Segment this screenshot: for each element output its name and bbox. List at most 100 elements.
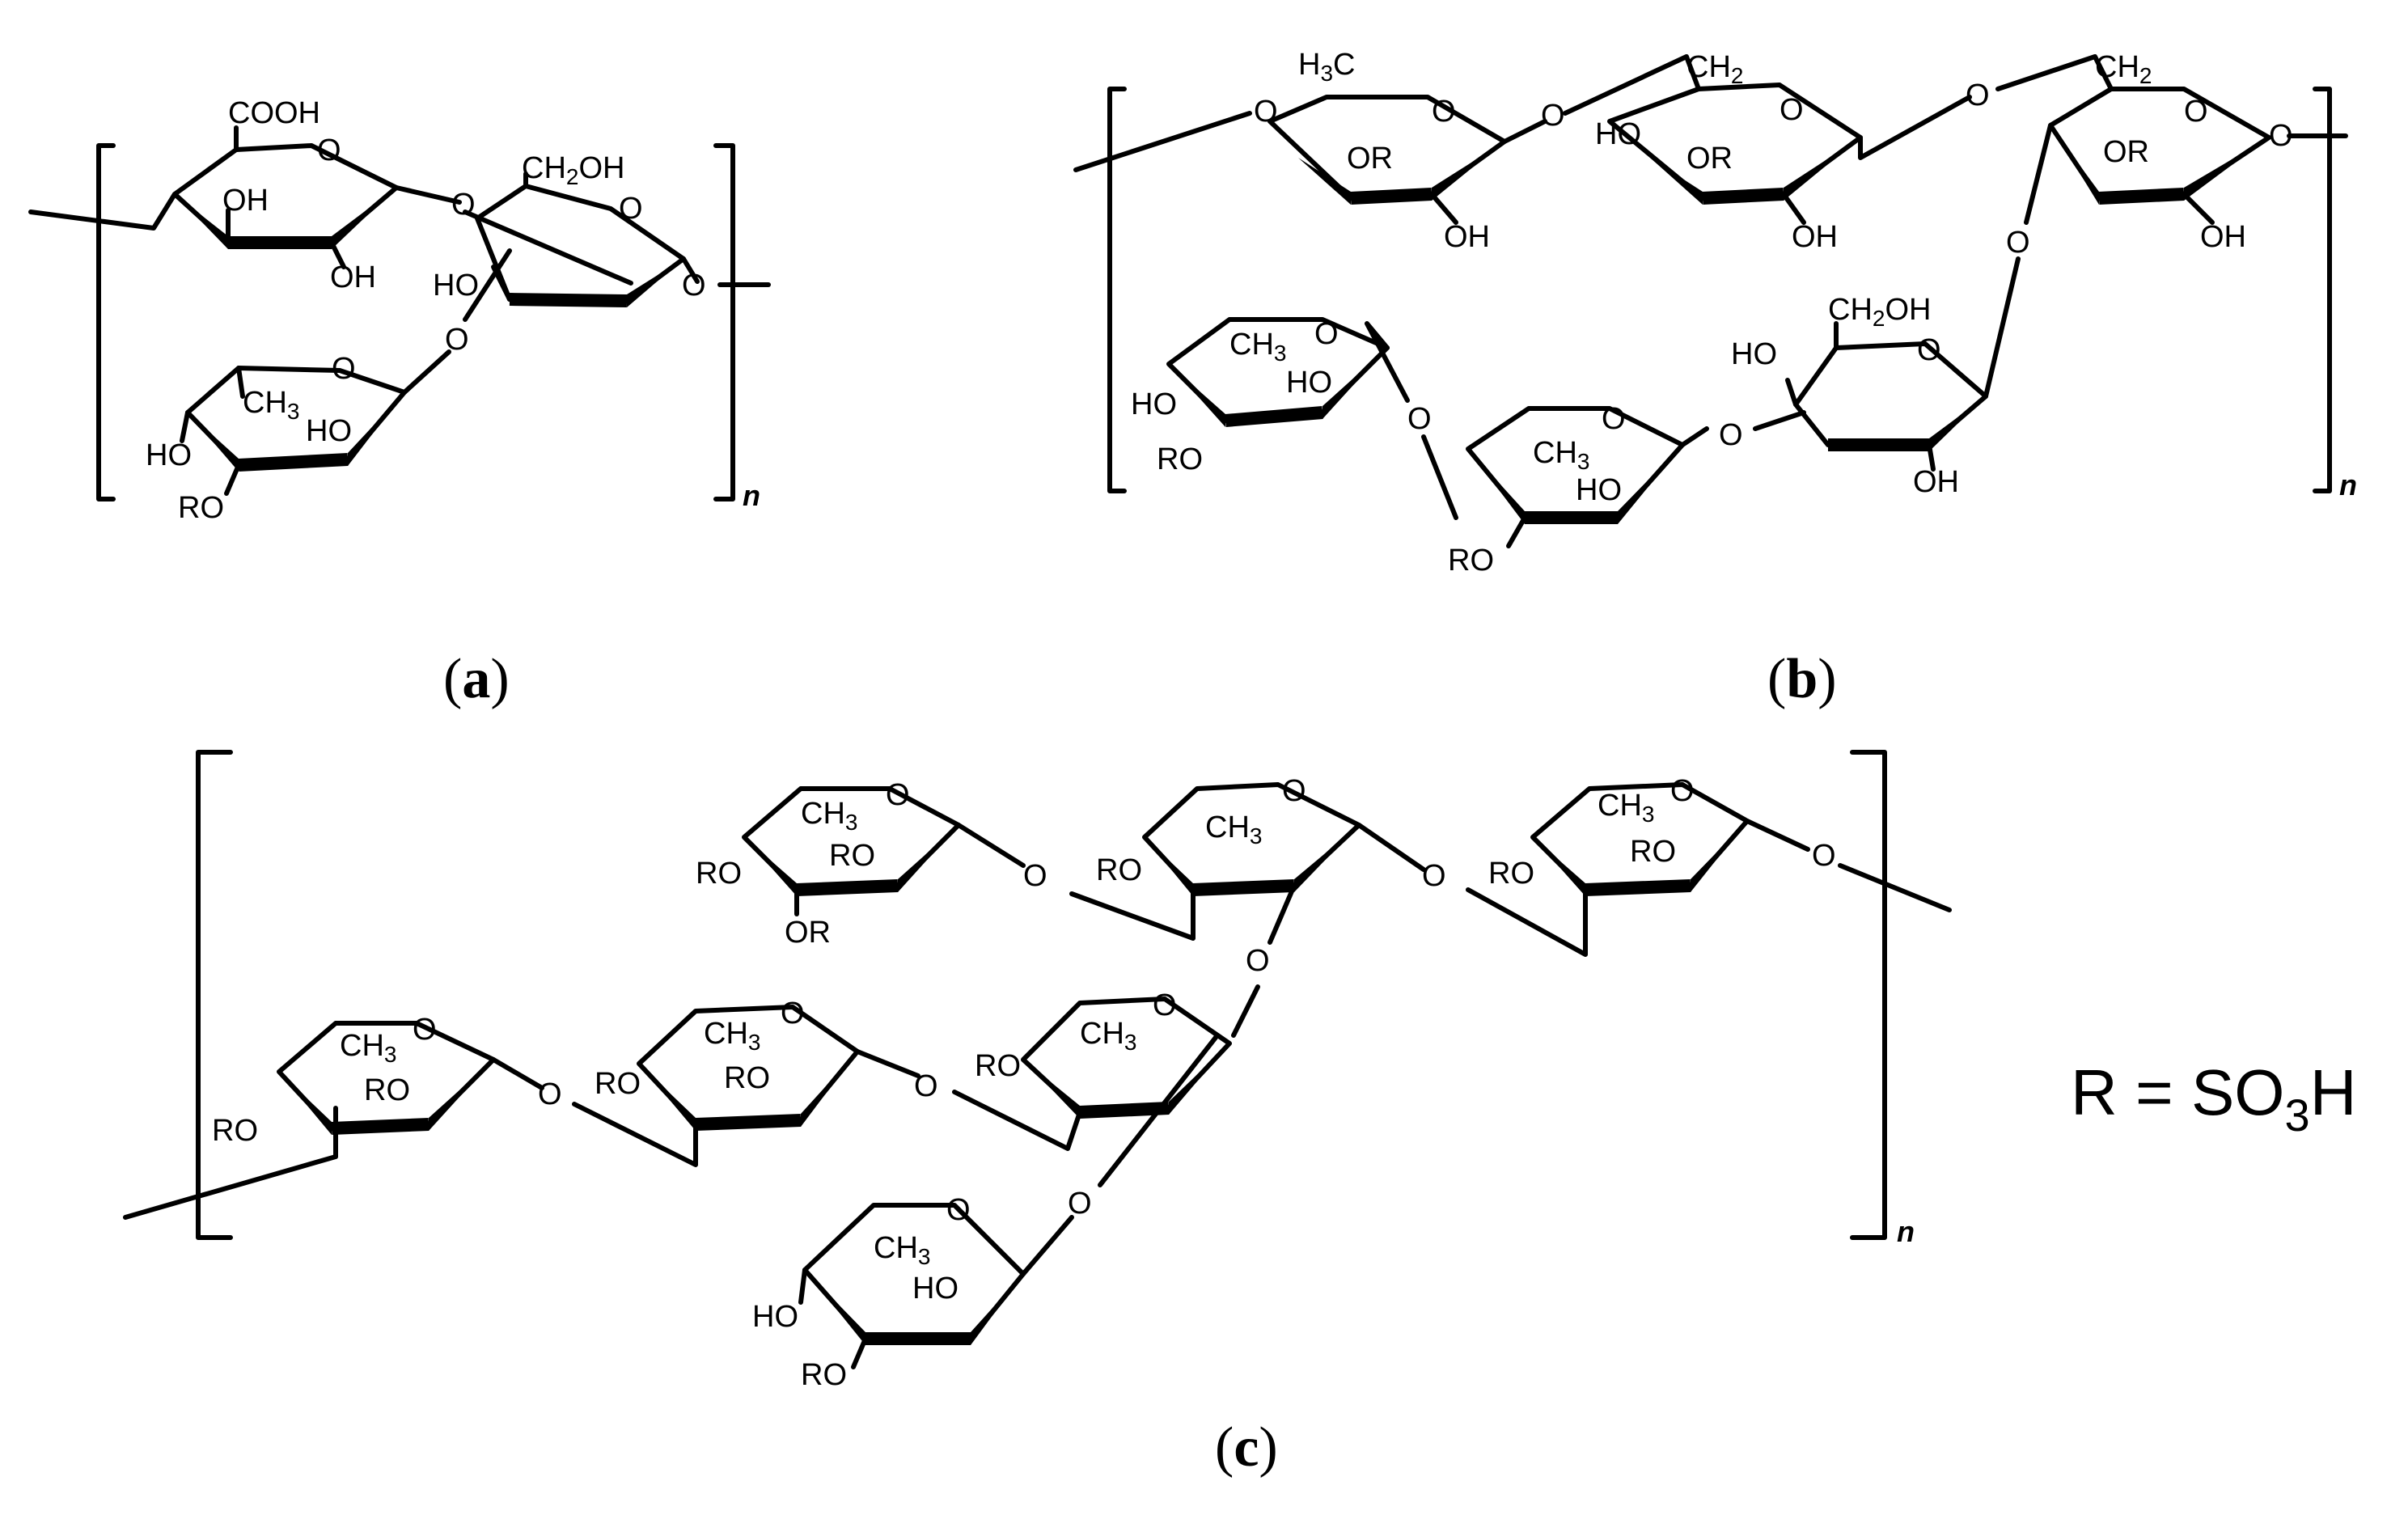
ring-oxygen-c2: O	[1282, 774, 1306, 808]
wedge-a1-right	[332, 188, 396, 249]
wedge-a3-left	[188, 413, 239, 472]
branch-bond-c2	[1231, 984, 1260, 1038]
oh-bond-b3	[2182, 192, 2215, 225]
oh-label-b1: OH	[1444, 220, 1490, 254]
ring-c1-front	[796, 879, 899, 896]
ring-b3	[2048, 87, 2271, 201]
or-label-b1: OR	[1347, 142, 1393, 176]
oh-bond-b1	[1429, 192, 1458, 225]
caption-b: (b)	[1767, 648, 1837, 710]
glyco-oxygen-c1: O	[1023, 859, 1047, 893]
ho-bond-b5	[1785, 378, 1798, 407]
glyco-oxygen-b3: O	[2269, 119, 2293, 153]
ho-label-b5: HO	[1731, 337, 1777, 371]
wedge-c5-left	[639, 1064, 696, 1131]
ch2-link-b1	[1563, 54, 1701, 116]
ho-bond-c7	[798, 1267, 807, 1305]
glyco-bond-c3	[1356, 823, 1426, 872]
wedge-c4-right	[429, 1060, 493, 1131]
panel-b-structure: n	[1073, 48, 2357, 578]
glyco-oxygen-a2: O	[682, 269, 706, 303]
glyco-bond-c2	[1069, 887, 1196, 941]
ring-c3-front	[1585, 879, 1691, 896]
glyco-bond-a4	[402, 349, 451, 395]
ho-label-a3: HO	[146, 438, 192, 472]
glyco-bond-b6	[1753, 410, 1806, 431]
ring-c6-front	[1079, 1102, 1170, 1119]
ch3-label-c5: CH3	[704, 1017, 760, 1055]
glyco-bond-a2	[681, 256, 700, 284]
ho-label-b3: HO	[1131, 387, 1177, 421]
wedge-c2-left	[1145, 837, 1193, 896]
wedge-c6-right	[1169, 1043, 1229, 1115]
wedge-a2-right	[627, 259, 683, 307]
ring-oxygen-c3: O	[1670, 774, 1695, 808]
glyco-bond-b4	[1421, 434, 1458, 520]
ring-oxygen-c5: O	[781, 997, 805, 1030]
branch-bond-c1	[1267, 883, 1297, 945]
ring-oxygen-b1: O	[1432, 95, 1456, 129]
ring-b3-front	[2098, 188, 2185, 205]
wedge-c3-left	[1533, 837, 1585, 896]
ring-oxygen-b2: O	[1780, 93, 1804, 127]
glyco-bond-c6	[491, 1057, 544, 1090]
ro-label-c2: RO	[696, 857, 742, 891]
glyco-oxygen-b1: O	[1541, 99, 1565, 133]
wedge-c7-right	[971, 1274, 1023, 1345]
ro-label-c4: RO	[1630, 835, 1676, 869]
ch3-label-a: CH3	[243, 386, 299, 424]
ch2-label-b1: CH2	[1686, 50, 1743, 88]
ring-oxygen-b3: O	[2184, 95, 2208, 129]
ro-label-c9: RO	[595, 1067, 641, 1101]
ring-b4	[1166, 317, 1390, 423]
ring-oxygen-c1: O	[886, 778, 910, 812]
ring-oxygen-b6: O	[1917, 333, 1941, 367]
branch-bond-c3	[1098, 1033, 1220, 1187]
ring-b4-front	[1225, 406, 1323, 427]
oh-bond-b2	[1781, 192, 1806, 225]
glyco-oxygen-c5: O	[914, 1069, 938, 1103]
ro-label-c1: RO	[829, 839, 875, 873]
ring-c2-front	[1192, 879, 1295, 896]
wedge-b1-left	[1298, 158, 1351, 205]
ring-oxygen-b4: O	[1314, 317, 1339, 351]
ro-label-c5: RO	[1488, 857, 1534, 891]
glyco-bond-c1	[956, 823, 1026, 868]
branch-bond-c4	[1021, 1215, 1074, 1276]
ch3-label-c7: CH3	[874, 1231, 930, 1269]
ro-bond-c7	[851, 1336, 868, 1369]
ro-label-c8: RO	[724, 1061, 770, 1095]
glyco-oxygen-c2: O	[1422, 859, 1446, 893]
glyco-oxygen-a1: O	[451, 188, 476, 222]
wedge-c1-left	[744, 837, 797, 896]
ro-label-c7: RO	[212, 1114, 258, 1148]
ring-c4-front	[331, 1118, 430, 1135]
ch3-label-c4: CH3	[340, 1029, 396, 1067]
chain-end-left-a	[28, 192, 177, 231]
ho-label-b2: HO	[1286, 366, 1332, 400]
ring-a3-front	[238, 453, 349, 472]
glyco-bond-b3	[1365, 321, 1410, 403]
ch3-label-c3: CH3	[1598, 789, 1654, 827]
ring-c5-front	[695, 1114, 802, 1131]
ro-label-a: RO	[178, 491, 224, 525]
ro-label-c3: RO	[1096, 853, 1142, 887]
glyco-oxygen-b5: O	[1719, 418, 1743, 452]
wedge-b3-right	[2184, 138, 2269, 201]
or-label-c1: OR	[785, 916, 831, 950]
glyco-oxygen-b4: O	[1407, 402, 1432, 436]
ho-label-c2: HO	[752, 1300, 798, 1334]
bracket-left-b	[1107, 87, 1127, 493]
cross-bond-a	[463, 209, 633, 286]
ring-oxygen-c6: O	[1153, 988, 1177, 1022]
ho-bond-a2	[180, 410, 190, 443]
glyco-bond-a3	[463, 248, 512, 322]
wedge-a1-left	[175, 194, 228, 249]
bracket-right-a	[713, 143, 735, 501]
ch3-label-c2: CH3	[1205, 810, 1262, 848]
ring-oxygen-a1: O	[317, 133, 341, 167]
repeat-index-b: n	[2339, 468, 2357, 501]
wedge-c6-left	[1023, 1060, 1080, 1119]
ch2oh-label-a: CH2OH	[522, 151, 624, 189]
